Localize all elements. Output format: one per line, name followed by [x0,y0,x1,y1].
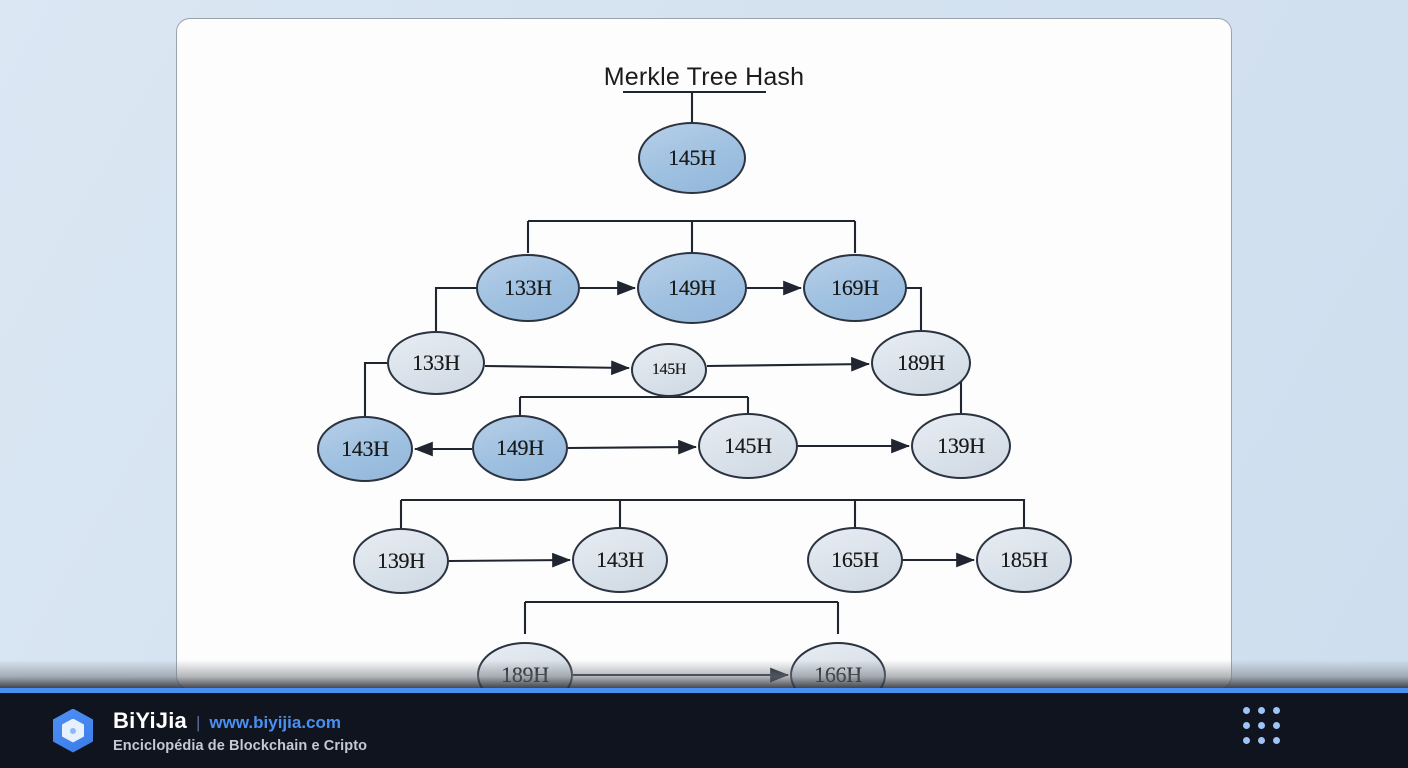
diagram-title: Merkle Tree Hash [603,63,805,91]
tree-node-label: 165H [831,547,879,572]
grid-dot [1273,722,1280,729]
diagram-canvas: Merkle Tree Hash [177,19,1231,689]
tree-node-n4: 133H [387,331,485,395]
arrow-145-189 [706,356,871,372]
tree-node-label: 143H [341,436,389,461]
tree-node-label: 149H [668,275,716,300]
tree-node-n0: 145H [638,122,746,194]
grid-dot [1273,737,1280,744]
brand-line: BiYiJia | www.biyijia.com [113,708,367,734]
tree-node-label: 145H [651,361,687,378]
tree-node-label: 139H [377,548,425,573]
tree-node-n12: 143H [572,527,668,593]
tree-node-label: 133H [504,275,552,300]
grid-dot [1243,707,1250,714]
brand-name: BiYiJia [113,707,187,733]
tree-node-label: 145H [724,433,772,458]
tree-node-n11: 139H [353,528,449,594]
brand-url-link[interactable]: www.biyijia.com [209,712,342,732]
tree-node-label: 169H [831,275,879,300]
arrow-149-145 [567,439,698,455]
brand-block: BiYiJia | www.biyijia.com Enciclopédia d… [113,708,367,754]
brand-tagline: Enciclopédia de Blockchain e Cripto [113,737,368,754]
grid-dot [1243,722,1250,729]
biyijia-logo-icon [53,708,93,753]
grid-dot [1258,737,1265,744]
tree-node-n10: 139H [911,413,1011,479]
grid-dot [1243,737,1250,744]
site-footer: BiYiJia | www.biyijia.com Enciclopédia d… [0,693,1408,768]
elbow-133-left [434,286,476,331]
tree-node-n14: 185H [976,527,1072,593]
elbow-189-right [907,286,923,330]
elbow-143-left [363,361,387,416]
tree-node-label: 149H [496,435,544,460]
grid-dot [1258,707,1265,714]
grid-dot [1258,722,1265,729]
tree-node-label: 133H [412,350,460,375]
tree-node-n8: 149H [472,415,568,481]
footer-shadow-strip [0,660,1408,690]
brand-separator: | [195,712,201,732]
tree-node-label: 185H [1000,547,1048,572]
tree-node-n9: 145H [698,413,798,479]
tree-node-n7: 143H [317,416,413,482]
tree-node-n2: 149H [637,252,747,324]
footer-accent-line [0,688,1408,693]
tree-node-n13: 165H [807,527,903,593]
grid-menu-icon[interactable] [1243,707,1280,744]
tree-node-n3: 169H [803,254,907,322]
tree-node-n1: 133H [476,254,580,322]
tree-node-label: 143H [596,547,644,572]
tree-node-label: 189H [897,350,945,375]
arrow-139-143 [448,552,572,568]
arrow-133-145 [484,360,631,376]
tree-node-n5: 145H [631,343,707,397]
tree-node-label: 139H [937,433,985,458]
tree-node-n6: 189H [871,330,971,396]
grid-dot [1273,707,1280,714]
tree-node-label: 145H [668,145,716,170]
